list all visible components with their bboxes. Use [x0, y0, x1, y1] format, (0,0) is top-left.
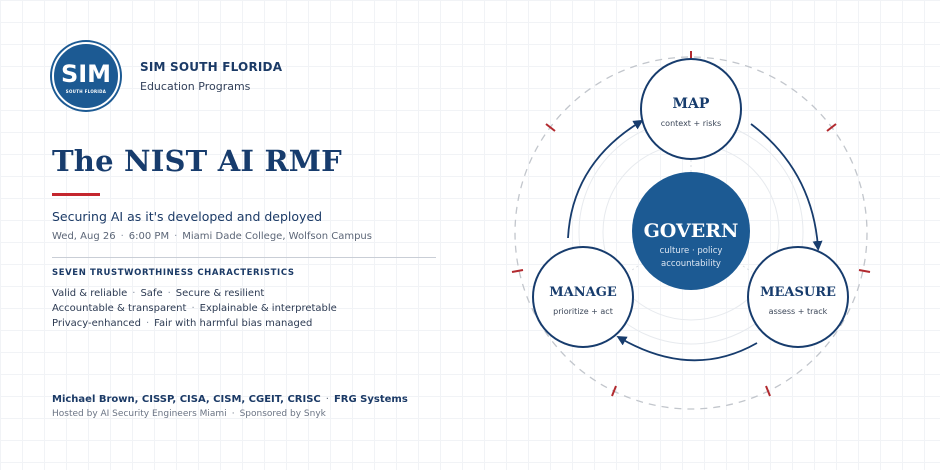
event-subtitle: Securing AI as it's developed and deploy… [52, 209, 323, 224]
measure-node [747, 246, 849, 348]
section-divider [52, 257, 436, 258]
characteristic-item: Secure & resilient [175, 288, 265, 299]
event-time: 6:00 PM [128, 231, 170, 242]
characteristic-item: Accountable & transparent [52, 303, 187, 314]
list-separator: · [132, 288, 136, 299]
spoke [628, 265, 639, 273]
info-panel: SIM SOUTH FLORIDA SIM SOUTH FLORIDA Educ… [52, 0, 442, 470]
characteristics-line: Valid & reliable · Safe · Secure & resilient [52, 286, 337, 301]
characteristic-item: Explainable & interpretable [199, 303, 337, 314]
map-title: MAP [673, 96, 710, 112]
meta-separator: · [174, 231, 178, 242]
org-header: SIM SOUTH FLORIDA SIM SOUTH FLORIDA Educ… [52, 42, 282, 110]
sponsor-text: Sponsored by Snyk [239, 409, 326, 419]
logo-text: SIM [60, 60, 112, 88]
host-text: Hosted by AI Security Engineers Miami [52, 409, 227, 419]
hosted-line: Hosted by AI Security Engineers Miami · Sp… [52, 409, 326, 419]
characteristic-item: Safe [140, 288, 163, 299]
org-subtitle: Education Programs [140, 79, 251, 93]
outer-dashed-ring [514, 56, 868, 410]
ring-tick [611, 385, 617, 397]
map-subtitle: context + risks [661, 119, 721, 128]
govern-circle [632, 172, 750, 290]
list-separator: · [145, 318, 150, 329]
characteristic-item: Fair with harmful bias managed [154, 318, 313, 329]
characteristics-heading: SEVEN TRUSTWORTHINESS CHARACTERISTICS [52, 268, 295, 278]
characteristic-item: Privacy-enhanced [52, 318, 141, 329]
event-meta: Wed, Aug 26 · 6:00 PM · Miami Dade College, … [52, 231, 372, 242]
speaker-company: FRG Systems [333, 394, 408, 405]
arrow-manage-to-map [567, 119, 644, 239]
page-title: The NIST AI RMF [52, 144, 342, 178]
characteristics-line: Privacy-enhanced · Fair with harmful bias … [52, 316, 337, 331]
ring-tick [511, 269, 524, 273]
manage-subtitle: prioritize + act [553, 307, 613, 316]
map-node [640, 58, 742, 160]
spokes [628, 160, 753, 273]
ring-tick [858, 269, 871, 273]
ring-tick [545, 123, 556, 132]
ring-tick [826, 123, 837, 132]
list-separator: · [167, 288, 171, 299]
measure-subtitle: assess + track [769, 307, 828, 316]
event-location: Miami Dade College, Wolfson Campus [182, 231, 372, 242]
speaker-line: Michael Brown, CISSP, CISA, CISM, CGEIT,… [52, 394, 408, 405]
event-date: Wed, Aug 26 [52, 231, 116, 242]
govern-title: GOVERN [644, 220, 739, 242]
characteristics-list: Valid & reliable · Safe · Secure & resilient… [52, 286, 337, 331]
meta-separator: · [120, 231, 124, 242]
measure-title: MEASURE [760, 285, 836, 300]
spoke [742, 265, 753, 273]
characteristic-item: Valid & reliable [52, 288, 128, 299]
org-name: SIM SOUTH FLORIDA [140, 59, 283, 74]
sim-logo: SIM SOUTH FLORIDA [52, 42, 120, 110]
manage-title: MANAGE [549, 285, 617, 300]
govern-line1: culture · policy [660, 246, 723, 256]
list-separator: · [191, 303, 195, 314]
ring-tick [765, 385, 771, 397]
logo-subtext: SOUTH FLORIDA [65, 89, 107, 94]
title-accent-bar [52, 193, 100, 196]
speaker-separator: · [325, 394, 329, 405]
hosted-separator: · [231, 409, 235, 419]
speaker-name: Michael Brown, CISSP, CISA, CISM, CGEIT,… [52, 394, 321, 405]
manage-node [532, 246, 634, 348]
org-block: SIM SOUTH FLORIDA Education Programs [140, 60, 282, 93]
arrow-measure-to-manage [616, 335, 758, 362]
characteristics-line: Accountable & transparent · Explainable & … [52, 301, 337, 316]
govern-line2: accountability [661, 259, 721, 269]
arrow-map-to-measure [750, 123, 823, 251]
